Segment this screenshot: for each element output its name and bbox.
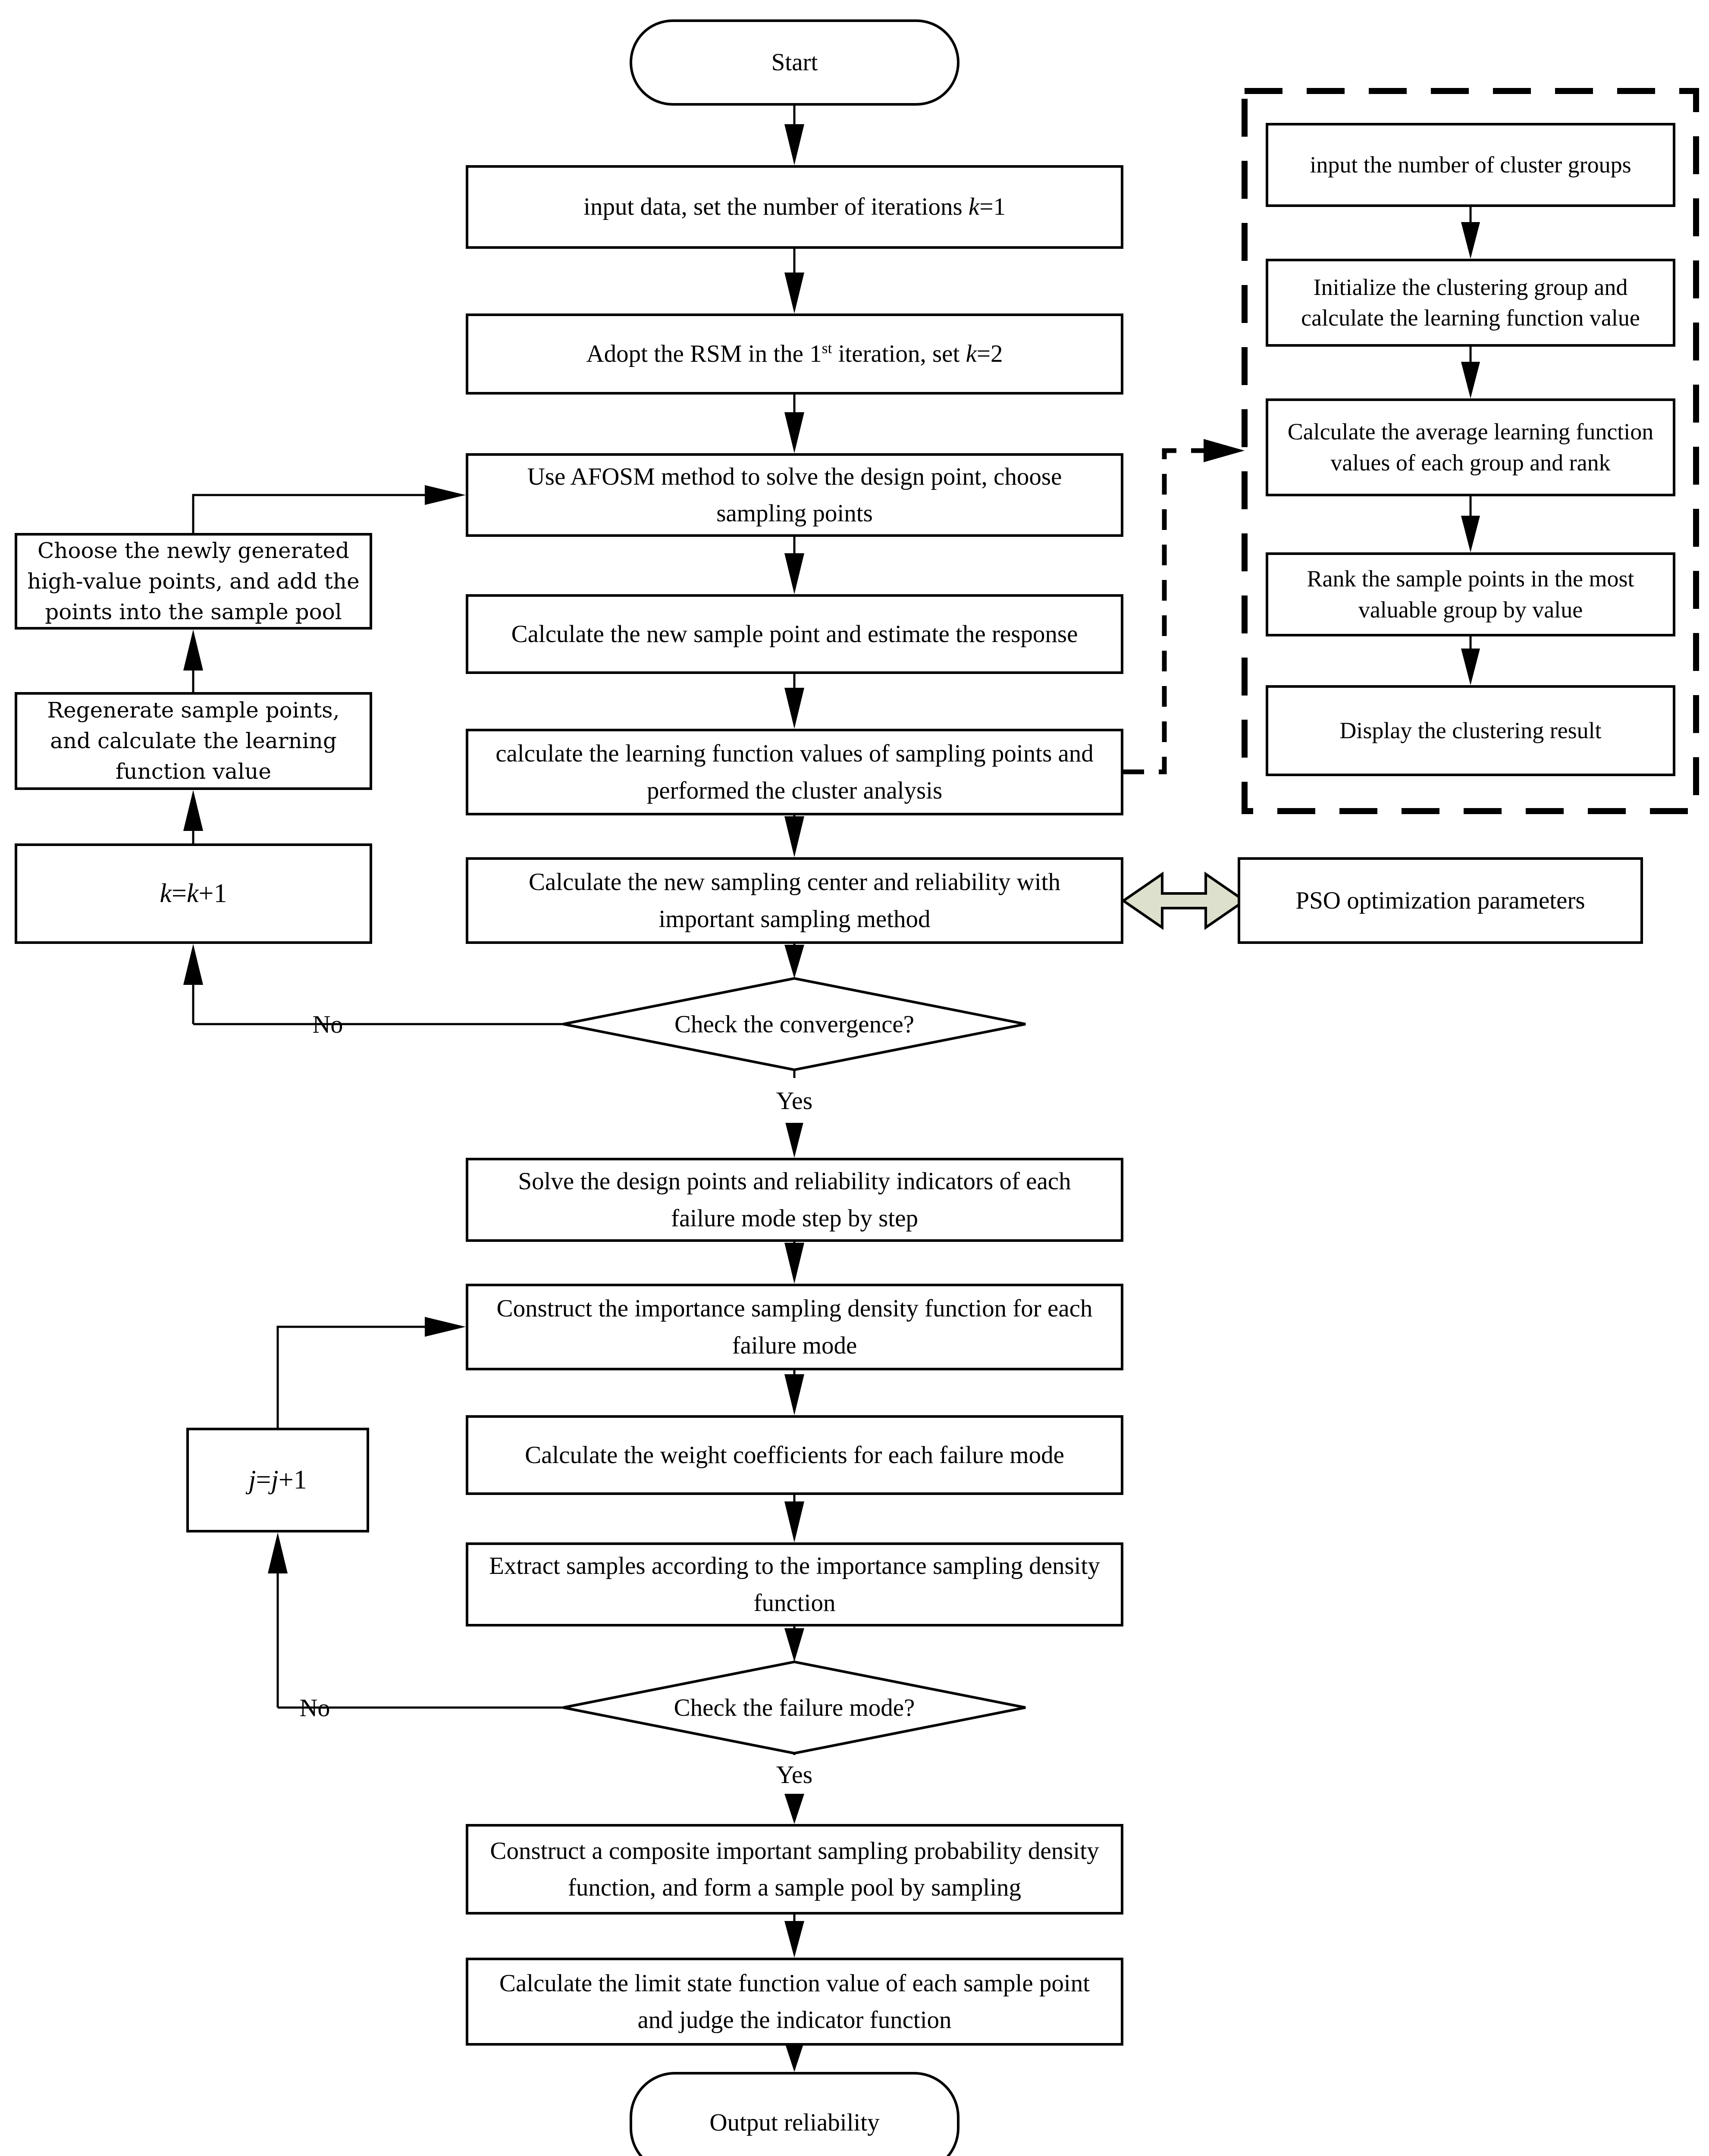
arrow-afosm-to-sample-point [784, 537, 804, 594]
process-adopt-rsm-label: Adopt the RSM in the 1st iteration, set … [586, 340, 1003, 368]
edge-label-yes-convergence: Yes [747, 1078, 842, 1123]
loop-no-convergence [183, 485, 563, 1025]
process-j-increment: j=j+1 [186, 1428, 369, 1532]
process-k-increment: k=k+1 [15, 843, 372, 944]
process-learning-function: calculate the learning function values o… [466, 729, 1123, 815]
arrow-rsm-to-afosm [784, 395, 804, 453]
arrow-sample-point-to-learning [784, 674, 804, 729]
arrow-input-to-rsm [784, 249, 804, 313]
process-adopt-rsm: Adopt the RSM in the 1st iteration, set … [466, 313, 1123, 395]
terminator-output: Output reliability [630, 2072, 960, 2156]
arrow-solve-to-construct [784, 1242, 804, 1284]
process-extract-samples: Extract samples according to the importa… [466, 1542, 1123, 1626]
process-pso: PSO optimization parameters [1238, 857, 1643, 944]
cluster-subroutine-frame [1242, 88, 1699, 814]
process-choose-points: Choose the newly generated high-value po… [15, 533, 372, 630]
decision-failure-label: Check the failure mode? [674, 1694, 915, 1721]
loop-no-failure [268, 1317, 563, 1709]
arrow-cluster-to-initialize [1461, 207, 1480, 259]
arrow-start-to-input [784, 106, 804, 165]
process-composite-density: Construct a composite important sampling… [466, 1824, 1123, 1915]
j-increment-label: j=j+1 [248, 1465, 307, 1495]
arrow-composite-to-limit [784, 1915, 804, 1958]
arrow-initialize-to-average [1461, 347, 1480, 398]
decision-convergence-shape [563, 977, 1026, 1072]
process-afosm: Use AFOSM method to solve the design poi… [466, 453, 1123, 537]
arrow-average-to-rank [1461, 496, 1480, 552]
arrow-rank-to-display [1461, 636, 1480, 685]
k-increment-label: k=k+1 [160, 879, 227, 908]
process-construct-density: Construct the importance sampling densit… [466, 1284, 1123, 1370]
terminator-start: Start [630, 19, 960, 106]
edge-label-yes-failure: Yes [747, 1755, 842, 1794]
process-rank-samples: Rank the sample points in the most valua… [1266, 552, 1675, 636]
edge-label-no-convergence: No [312, 1010, 343, 1038]
process-average-learning: Calculate the average learning function … [1266, 398, 1675, 496]
pso-double-arrow [1121, 871, 1247, 930]
arrow-weight-to-extract [784, 1495, 804, 1542]
process-display-clustering: Display the clustering result [1266, 685, 1675, 776]
process-input-data-label: input data, set the number of iterations… [583, 193, 1006, 221]
edge-label-no-failure: No [299, 1693, 330, 1722]
dashed-connector-to-cluster [1123, 439, 1245, 774]
process-sampling-center: Calculate the new sampling center and re… [466, 857, 1123, 944]
process-input-data: input data, set the number of iterations… [466, 165, 1123, 249]
decision-failure-shape [563, 1660, 1026, 1755]
process-new-sample-point: Calculate the new sample point and estim… [466, 594, 1123, 674]
arrow-learning-to-center [784, 815, 804, 857]
arrow-limit-to-output [786, 2046, 803, 2072]
arrow-extract-to-failure [784, 1626, 804, 1662]
arrow-center-to-convergence [784, 944, 804, 978]
process-cluster-groups: input the number of cluster groups [1266, 123, 1675, 207]
process-initialize-clustering: Initialize the clustering group and calc… [1266, 259, 1675, 347]
process-weight-coefficients: Calculate the weight coefficients for ea… [466, 1415, 1123, 1495]
decision-convergence-label: Check the convergence? [674, 1010, 914, 1038]
process-regenerate: Regenerate sample points, and calculate … [15, 692, 372, 790]
process-solve-design-points: Solve the design points and reliability … [466, 1158, 1123, 1242]
process-limit-state: Calculate the limit state function value… [466, 1958, 1123, 2046]
arrow-construct-to-weight [784, 1370, 804, 1415]
